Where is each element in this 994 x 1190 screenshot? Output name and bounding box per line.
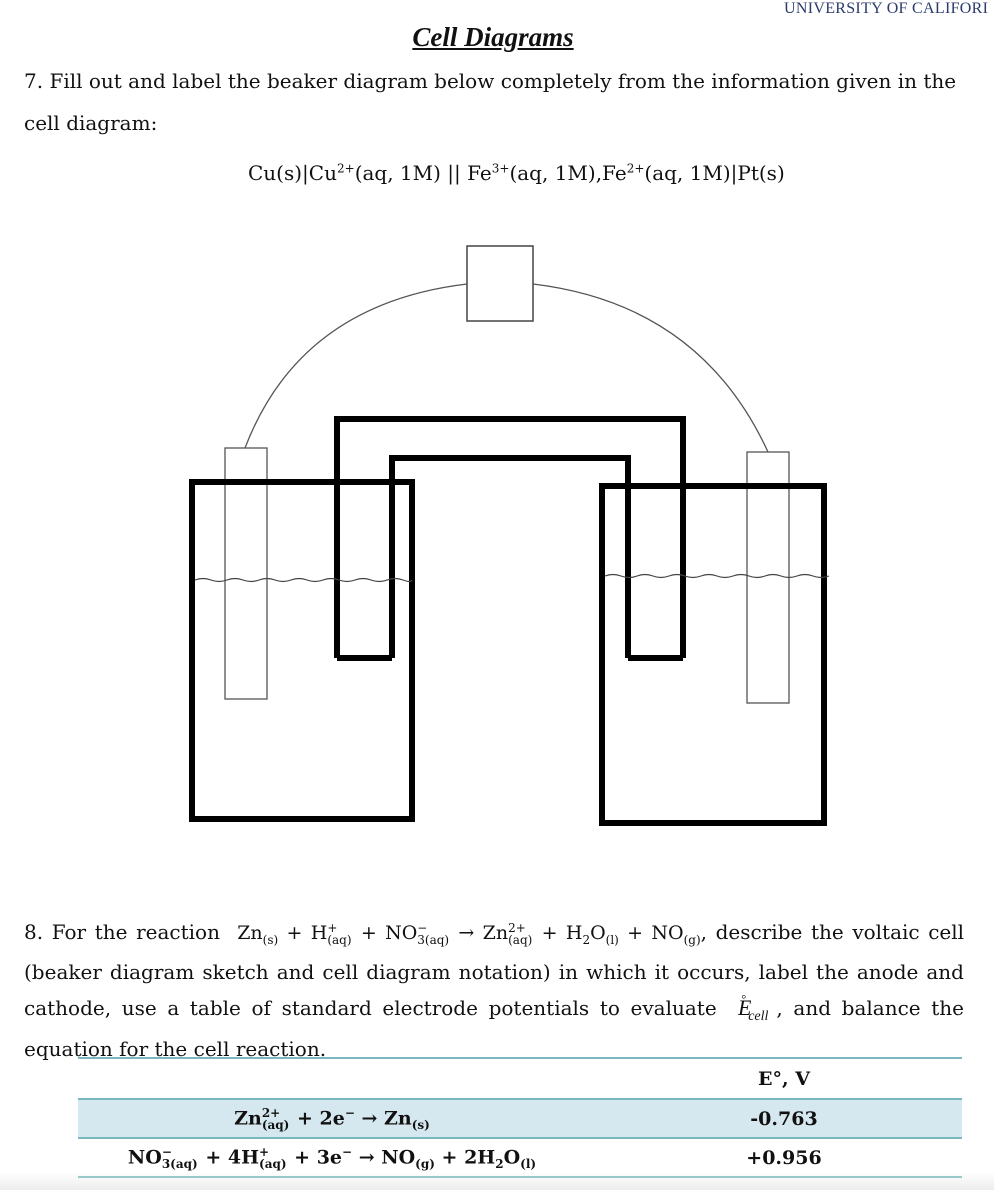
question-7-text: 7. Fill out and label the beaker diagram… <box>24 69 957 135</box>
salt-bridge-outer <box>334 416 686 658</box>
cell-diagram-notation: Cu(s)|Cu2+(aq, 1M) || Fe3+(aq, 1M),Fe2+(… <box>248 161 785 185</box>
ecell-symbol: E°cell <box>737 992 769 1024</box>
right-beaker <box>599 483 827 826</box>
potential-nitrate: +0.956 <box>746 1146 822 1169</box>
external-wire-right <box>532 283 769 453</box>
left-beaker <box>189 479 415 822</box>
salt-bridge-inner <box>389 455 631 658</box>
table-header-row: E°, V <box>78 1057 962 1098</box>
potential-zinc: -0.763 <box>750 1107 818 1130</box>
right-solution-surface <box>604 573 830 579</box>
left-electrode <box>224 447 268 700</box>
half-reaction-nitrate: NO−3(aq) + 4H+(aq) + 3e− → NO(g) + 2H2O(… <box>127 1144 537 1172</box>
question-8-text: 8. For the reaction Zn(s) + H+(aq) + NO−… <box>24 920 965 1061</box>
external-wire <box>244 283 468 449</box>
table-header-potential: E°, V <box>758 1067 810 1090</box>
page-bottom-shadow <box>0 1172 994 1190</box>
beaker-diagram <box>189 245 830 826</box>
voltmeter-box <box>466 245 534 322</box>
left-solution-surface <box>194 577 413 583</box>
university-header: UNIVERSITY OF CALIFORI <box>784 0 989 17</box>
page-title: Cell Diagrams <box>412 22 574 52</box>
